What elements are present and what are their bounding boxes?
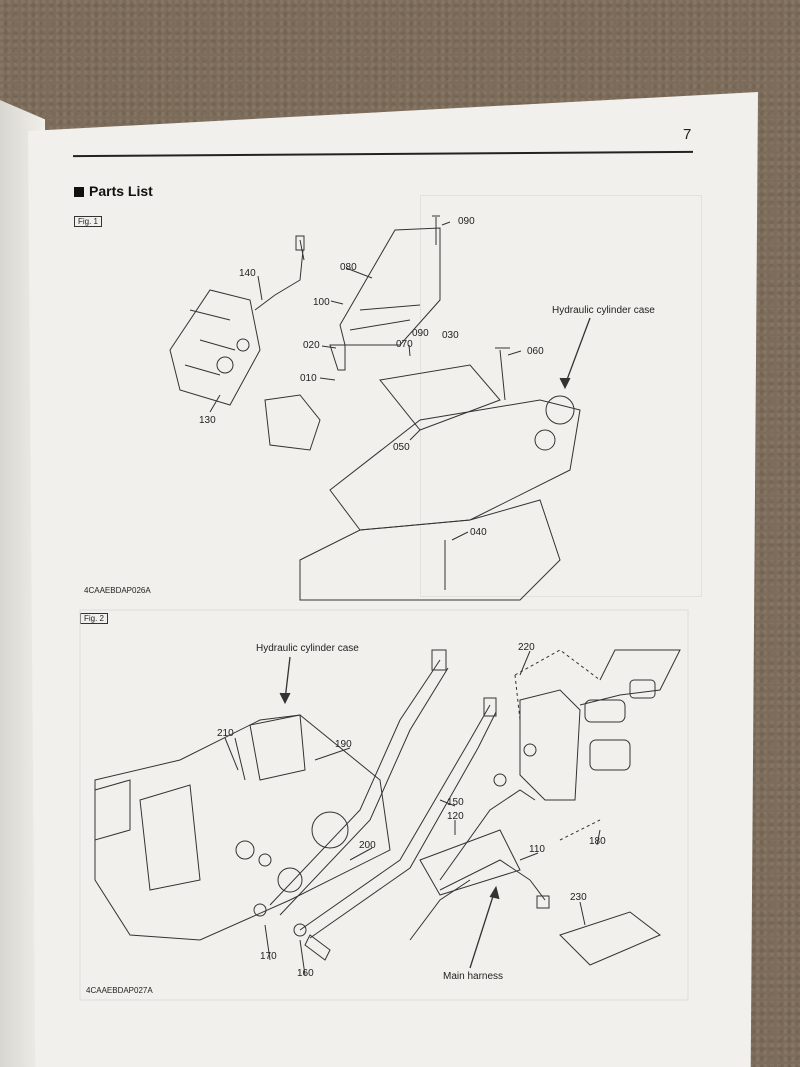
part-label: 090 <box>412 328 429 339</box>
part-label: 010 <box>300 373 317 384</box>
fig2-label: Fig. 2 <box>80 613 109 624</box>
part-label: 170 <box>260 951 277 962</box>
part-label: 120 <box>447 811 464 822</box>
part-label: 130 <box>199 415 216 426</box>
part-label: 210 <box>217 728 234 739</box>
part-label: 070 <box>396 339 413 350</box>
part-label: 200 <box>359 840 376 851</box>
fig2-annotation-bottom: Main harness <box>443 971 504 982</box>
part-label: 100 <box>313 297 330 308</box>
part-label: 220 <box>518 642 535 653</box>
part-label: 160 <box>297 968 314 979</box>
section-title-text: Parts List <box>89 183 153 199</box>
part-label: 140 <box>239 268 256 279</box>
bullet-square-icon <box>74 187 84 197</box>
section-title: Parts List <box>74 183 153 199</box>
fig1-label: Fig. 1 <box>74 216 103 227</box>
part-label: 110 <box>529 844 545 855</box>
fig2-code: 4CAAEBDAP027A <box>86 986 153 995</box>
part-label: 090 <box>458 216 475 227</box>
bleed-through-table <box>420 195 702 597</box>
part-label: 050 <box>393 442 410 453</box>
part-label: 060 <box>527 346 544 357</box>
part-label: 150 <box>447 797 464 808</box>
part-label: 030 <box>442 330 459 341</box>
part-label: 190 <box>335 739 352 750</box>
page-number: 7 <box>683 126 692 143</box>
manual-page <box>28 92 758 1067</box>
fig1-code: 4CAAEBDAP026A <box>84 586 151 595</box>
fig1-annotation: Hydraulic cylinder case <box>552 305 655 316</box>
part-label: 080 <box>340 262 357 273</box>
part-label: 020 <box>303 340 320 351</box>
part-label: 040 <box>470 527 487 538</box>
part-label: 230 <box>570 892 587 903</box>
fig2-annotation-top: Hydraulic cylinder case <box>256 643 359 654</box>
